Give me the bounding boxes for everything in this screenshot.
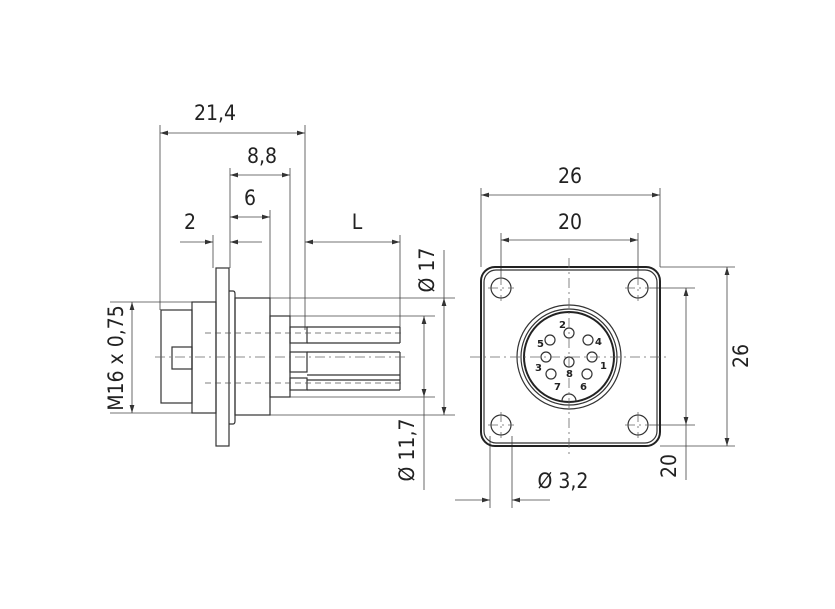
dim-flange-thickness: 2 — [184, 210, 196, 234]
dim-inner-length: 6 — [244, 186, 256, 210]
dim-inner-diameter: Ø 11,7 — [395, 419, 419, 482]
pin-label-8: 8 — [566, 369, 573, 380]
dim-outer-diameter: Ø 17 — [415, 248, 439, 293]
dim-hole-spacing-h: 20 — [558, 210, 582, 234]
dim-hole-diameter: Ø 3,2 — [538, 469, 589, 493]
dim-thread: M16 x 0,75 — [104, 305, 128, 411]
pin-label-4: 4 — [595, 337, 602, 348]
dim-total-length: 21,4 — [194, 101, 236, 125]
dim-wire-length: L — [352, 210, 363, 234]
side-view: 21,4 8,8 6 2 L M16 x 0,75 Ø 17 Ø 11,7 — [104, 101, 455, 490]
pin-label-7: 7 — [554, 382, 561, 393]
pin-label-2: 2 — [559, 320, 566, 331]
dim-body-length: 8,8 — [247, 144, 277, 168]
pin-label-3: 3 — [535, 363, 542, 374]
front-view: 1 2 3 4 5 6 7 8 26 20 26 20 Ø 3,2 — [455, 164, 753, 508]
dim-hole-spacing-v: 20 — [657, 454, 681, 478]
pin-label-6: 6 — [580, 382, 587, 393]
dim-flange-height: 26 — [729, 344, 753, 368]
dim-flange-width: 26 — [558, 164, 582, 188]
pin-label-1: 1 — [600, 361, 607, 372]
pin-label-5: 5 — [537, 339, 544, 350]
